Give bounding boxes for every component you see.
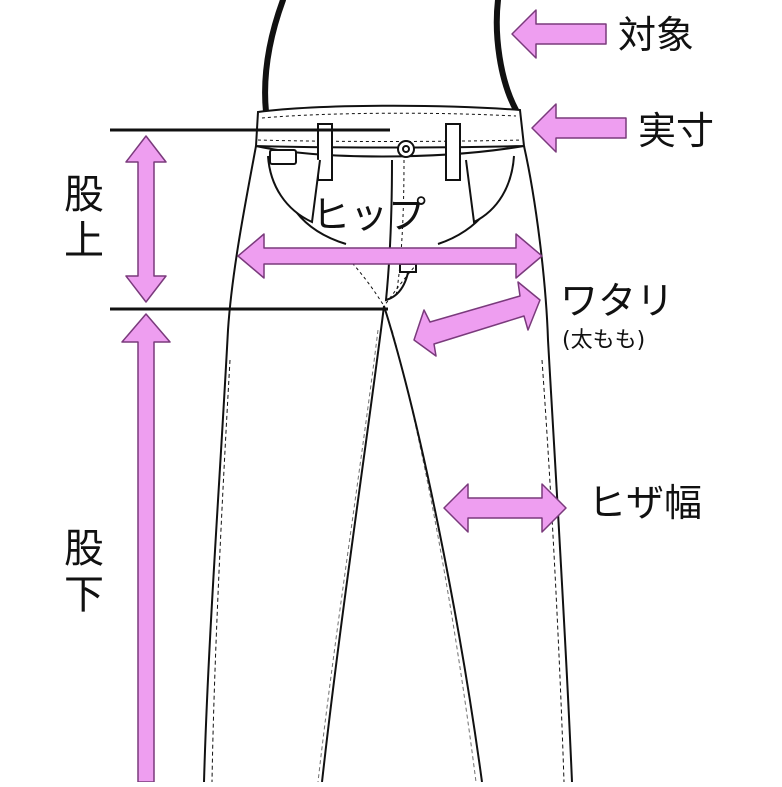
torso-outline <box>262 0 519 115</box>
jeans <box>203 104 573 783</box>
arrow-matashita <box>121 313 171 783</box>
label-hip: ヒップ <box>312 193 427 237</box>
reference-lines <box>110 128 390 311</box>
label-hiza: ヒザ幅 <box>588 481 703 525</box>
label-matagami-char2: 上 <box>64 218 104 264</box>
arrow-hip <box>237 233 543 279</box>
arrow-watari <box>413 281 541 357</box>
label-jissun: 実寸 <box>638 109 715 153</box>
label-matashita: 股 下 <box>64 526 104 618</box>
arrow-taisho <box>511 9 607 59</box>
arrow-hiza <box>443 483 567 533</box>
label-watari: ワタリ <box>560 279 675 323</box>
label-matagami: 股 上 <box>64 172 104 264</box>
arrow-matagami <box>125 135 167 303</box>
label-taisho: 対象 <box>618 13 695 57</box>
label-matashita-char1: 股 <box>64 526 104 572</box>
label-matashita-char2: 下 <box>64 572 104 618</box>
arrow-jissun <box>531 103 627 153</box>
label-matagami-char1: 股 <box>64 172 104 218</box>
label-watari-note: (太もも) <box>562 328 646 353</box>
